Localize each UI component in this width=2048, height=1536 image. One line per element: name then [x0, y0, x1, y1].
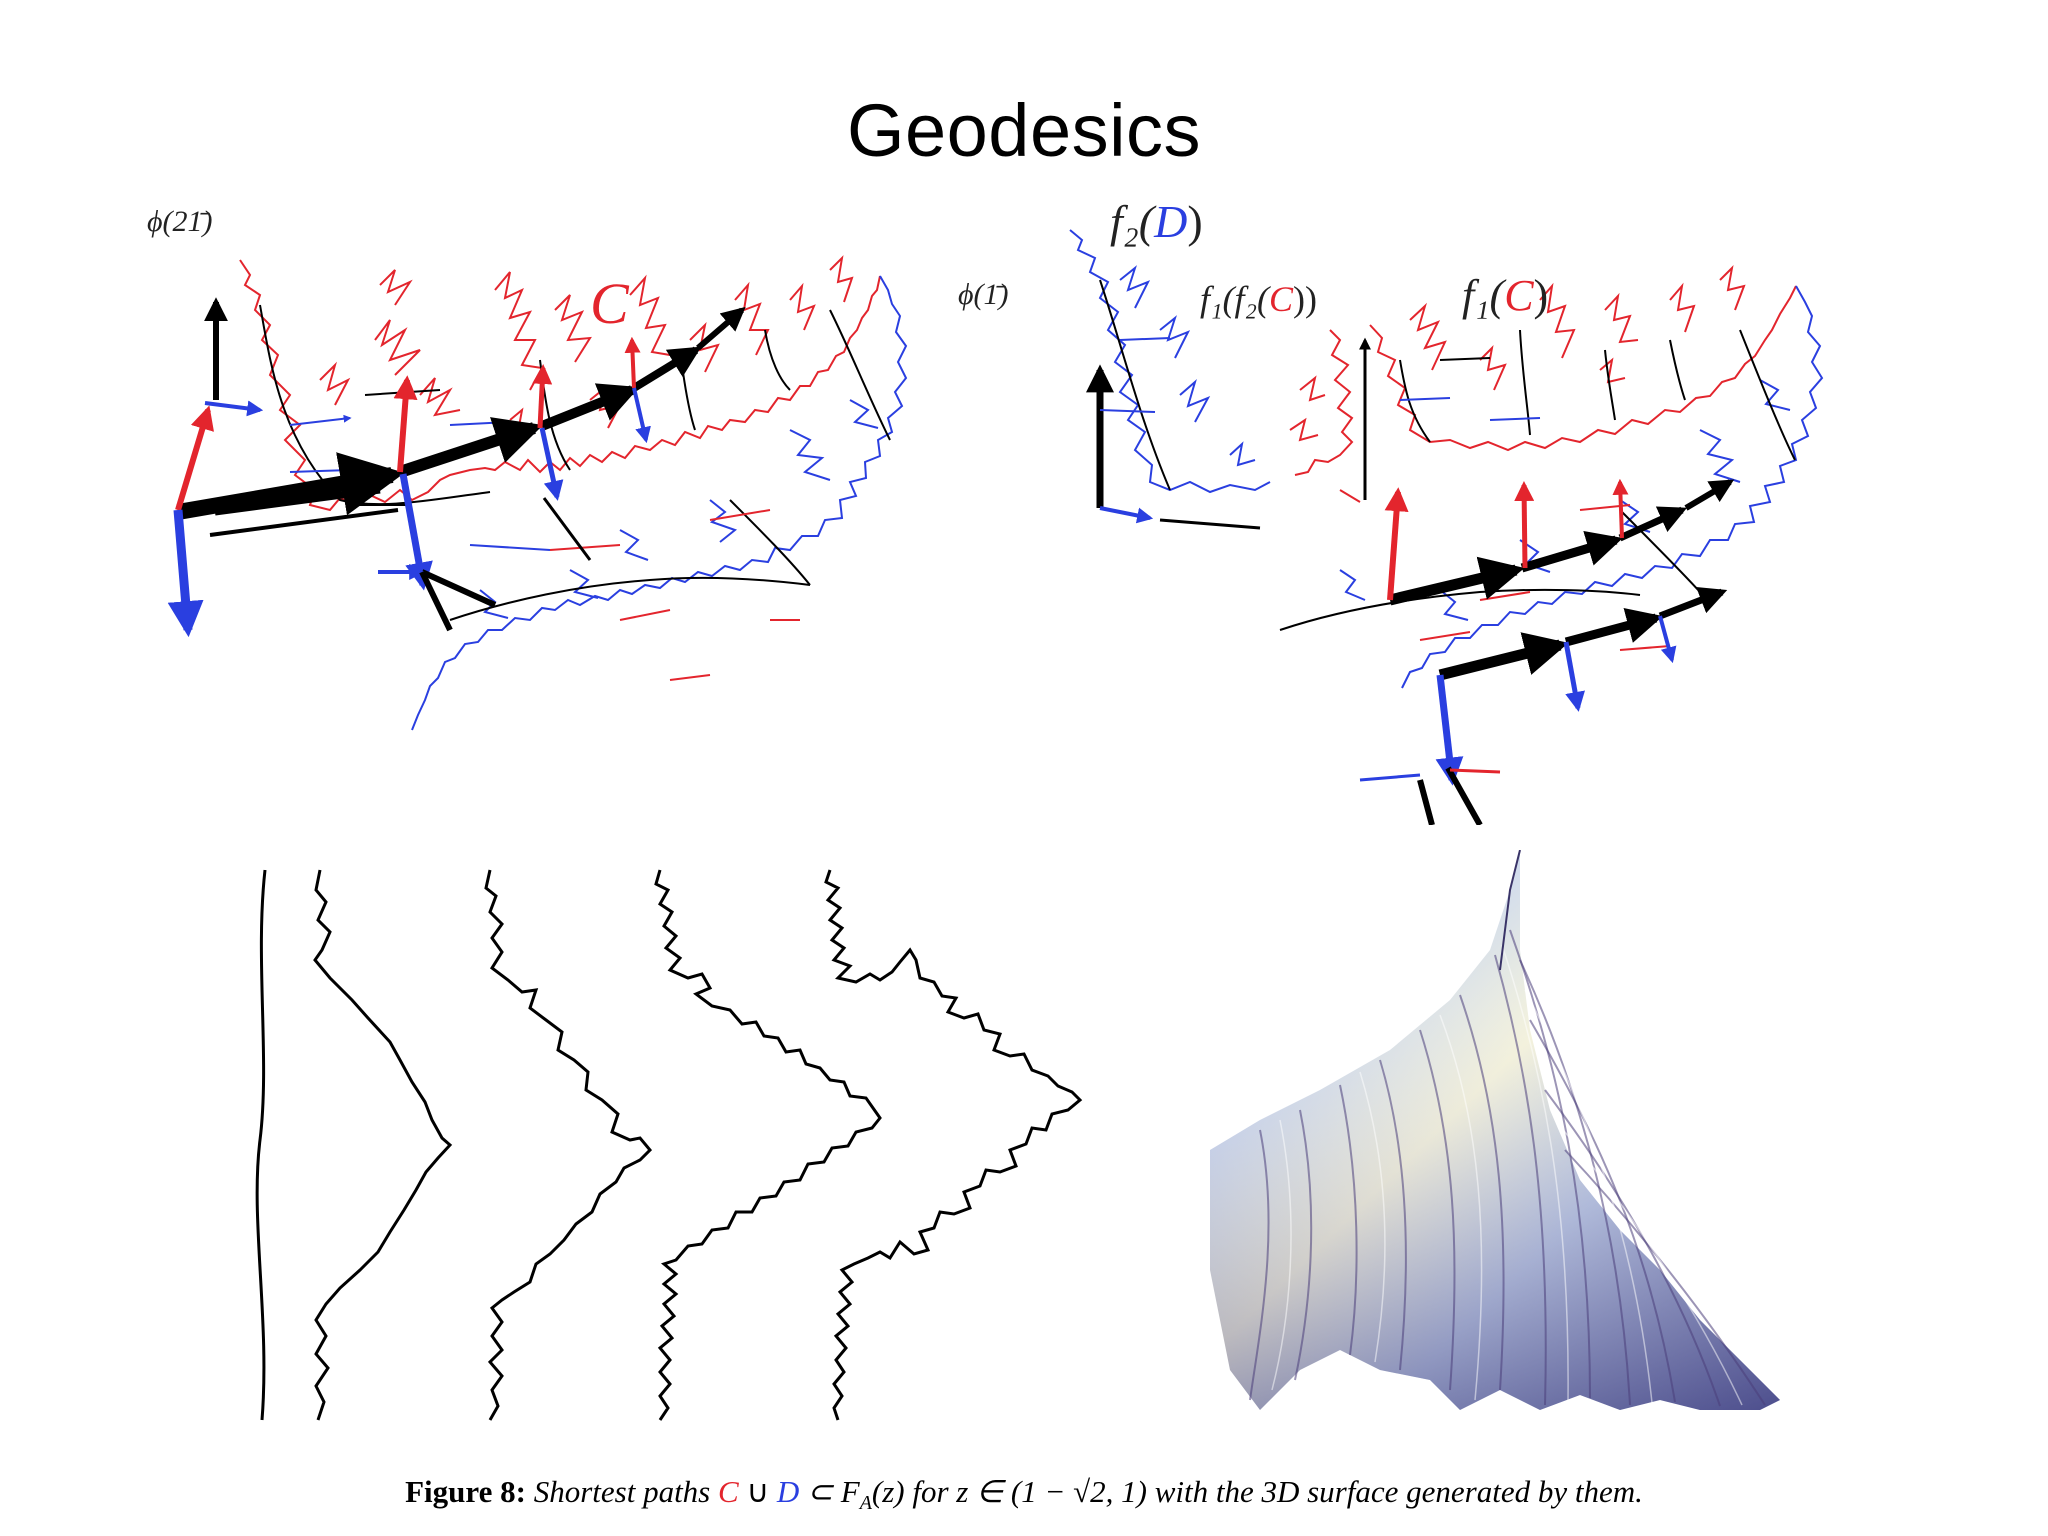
label-f2-D: f₂(D) [1110, 196, 1203, 247]
f1C-blue-fractal [1401, 285, 1824, 689]
thin-connectors-right [1399, 357, 1671, 651]
curve-level-4 [824, 869, 1083, 1421]
curve-level-2 [484, 869, 653, 1421]
label-phi-1: ϕ(1̄) [958, 278, 1009, 311]
caption-text: Shortest paths C ∪ D ⊂ FA(z) for z ∈ (1 … [533, 1474, 1643, 1515]
f2D-blue-fractal [1069, 229, 1271, 494]
thick-geodesic-arrows-right [1359, 478, 1735, 825]
slide-title: Geodesics [846, 89, 1202, 172]
f1C-blue-spikes [1339, 379, 1791, 621]
f1f2C-red-fractal [1294, 329, 1354, 476]
f2D-geodesics [1086, 279, 1261, 530]
right-fractal-diagram [1069, 229, 1824, 825]
label-phi-21: ϕ(21̄) [147, 205, 213, 238]
3d-surface-render [1210, 850, 1780, 1410]
blue-fractal-boundary [411, 275, 908, 731]
curve-level-1 [313, 869, 453, 1421]
thin-geodesic-curves-right [1279, 329, 1796, 631]
label-f1-C: f₁(C) [1462, 271, 1549, 320]
left-fractal-diagram [167, 255, 908, 731]
curve-level-3 [654, 869, 882, 1421]
label-f1-f2-C: f₁(f₂(C)) [1200, 279, 1318, 319]
caption-figure-label: Figure 8: [405, 1474, 526, 1509]
f1f2C-red-spikes [1289, 375, 1326, 442]
f1C-red-spikes [1409, 265, 1746, 391]
f1f2C-geodesics [1339, 337, 1371, 503]
curve-level-0 [255, 869, 267, 1421]
f2D-blue-spikes [1119, 265, 1256, 467]
figure-caption: Figure 8: Shortest paths C ∪ D ⊂ FA(z) f… [0, 1474, 2048, 1515]
surface-ridges [1249, 929, 1766, 1407]
fractal-curve-sequence [255, 869, 1083, 1421]
thick-geodesic-arrows [167, 297, 746, 638]
label-C: C [590, 271, 629, 336]
blue-fractal-spikes [479, 399, 879, 619]
